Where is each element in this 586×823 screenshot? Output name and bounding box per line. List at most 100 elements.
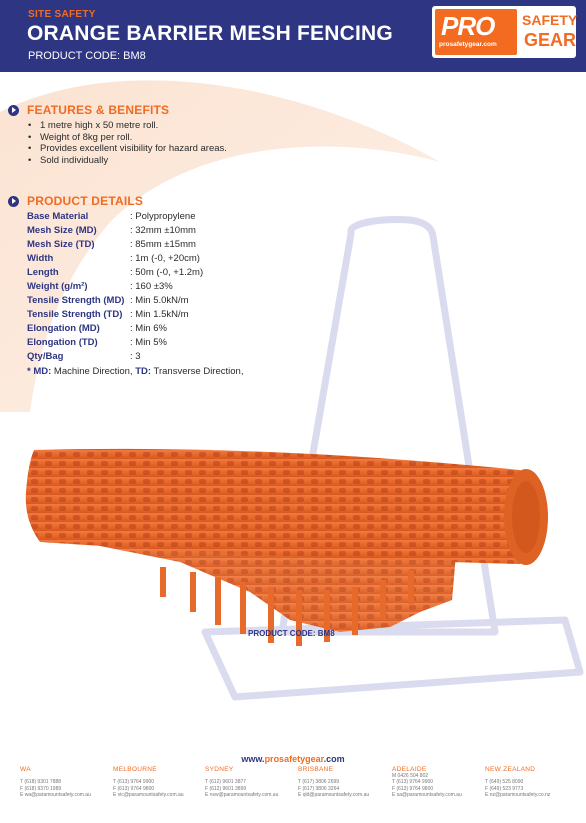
office-fax: F (617) 3806 3264 (298, 785, 340, 792)
office-sydney: SYDNEY T (612) 9601 3877 F (612) 9601 38… (205, 766, 278, 799)
details-label: Width (27, 253, 54, 264)
details-value: : 160 ±3% (130, 281, 173, 292)
details-value: : Min 6% (130, 323, 167, 334)
details-value: : Min 5% (130, 337, 167, 348)
details-label: Elongation (MD) (27, 323, 100, 334)
features-heading: FEATURES & BENEFITS (8, 103, 169, 117)
office-phone: T (617) 3806 2699 (298, 779, 340, 786)
office-phone: T (613) 9764 9900 (113, 779, 155, 786)
header-banner: SITE SAFETY ORANGE BARRIER MESH FENCING … (0, 0, 586, 72)
details-row: Elongation (MD) : Min 6% (27, 322, 203, 336)
details-label: Elongation (TD) (27, 337, 98, 348)
details-label: Mesh Size (TD) (27, 239, 95, 250)
category-label: SITE SAFETY (28, 9, 96, 20)
image-caption: PRODUCT CODE: BM8 (248, 629, 335, 638)
office-wa: WA T (618) 9301 7888 F (618) 9370 1989 E… (20, 766, 91, 799)
office-melbourne: MELBOURNE T (613) 9764 9900 F (613) 9764… (113, 766, 184, 799)
traffic-cone (201, 216, 584, 701)
details-row: Width : 1m (-0, +20cm) (27, 252, 203, 266)
details-value: : 32mm ±10mm (130, 225, 196, 236)
url-suffix: .com (323, 754, 345, 764)
office-email[interactable]: E sa@paramountsafety.com.au (392, 792, 462, 799)
feature-item: Sold individually (28, 155, 227, 167)
details-title: PRODUCT DETAILS (27, 194, 144, 208)
office-mobile: M 0426 504 802 (392, 773, 429, 779)
arrow-bullet-icon (8, 104, 19, 116)
features-title: FEATURES & BENEFITS (27, 103, 170, 117)
details-value: : Min 1.5kN/m (130, 309, 189, 320)
office-phone: T (649) 525 8090 (485, 779, 524, 786)
page-title: ORANGE BARRIER MESH FENCING (27, 22, 393, 45)
logo-gear-text: GEAR (524, 30, 577, 50)
details-label: Weight (g/m²) (27, 281, 88, 292)
feature-item: Weight of 8kg per roll. (28, 132, 227, 144)
office-email[interactable]: E qld@paramountsafety.com.au (298, 792, 370, 799)
office-brisbane: BRISBANE T (617) 3806 2699 F (617) 3806 … (298, 766, 369, 799)
details-row: Qty/Bag : 3 (27, 350, 203, 364)
logo-badge: PRO prosafetygear.com (435, 9, 517, 55)
details-row: Mesh Size (TD) : 85mm ±15mm (27, 238, 203, 252)
details-row: Weight (g/m²) : 160 ±3% (27, 280, 203, 294)
note-td-label: TD: (135, 366, 152, 377)
details-label: Base Material (27, 211, 89, 222)
abbreviation-note: * MD: Machine Direction, TD: Transverse … (27, 366, 243, 377)
details-value: : 85mm ±15mm (130, 239, 196, 250)
details-value: : Polypropylene (130, 211, 196, 222)
details-label: Tensile Strength (TD) (27, 309, 123, 320)
office-name: ADELAIDE (392, 766, 427, 773)
details-heading: PRODUCT DETAILS (8, 194, 143, 208)
office-fax: F (613) 9764 9800 (392, 785, 434, 792)
mesh-roll (25, 448, 548, 646)
details-value: : 1m (-0, +20cm) (130, 253, 200, 264)
brand-logo[interactable]: PRO prosafetygear.com SAFETY GEAR (432, 6, 578, 58)
office-phone: T (613) 9764 9900 (392, 779, 434, 786)
office-phone: T (618) 9301 7888 (20, 779, 62, 786)
details-label: Length (27, 267, 59, 278)
office-fax: F (613) 9764 9800 (113, 785, 155, 792)
office-name: MELBOURNE (113, 766, 157, 773)
office-fax: F (618) 9370 1989 (20, 785, 62, 792)
office-name: NEW ZEALAND (485, 766, 536, 773)
feature-item: Provides excellent visibility for hazard… (28, 143, 227, 155)
details-row: Base Material : Polypropylene (27, 210, 203, 224)
details-row: Tensile Strength (TD) : Min 1.5kN/m (27, 308, 203, 322)
office-email[interactable]: E nz@paramountsafety.co.nz (485, 792, 551, 799)
logo-url: prosafetygear.com (439, 41, 497, 48)
details-value: : 50m (-0, +1.2m) (130, 267, 204, 278)
details-row: Mesh Size (MD) : 32mm ±10mm (27, 224, 203, 238)
office-fax: F (612) 9601 3899 (205, 785, 247, 792)
office-name: SYDNEY (205, 766, 234, 773)
office-contacts: WA T (618) 9301 7888 F (618) 9370 1989 E… (20, 766, 580, 810)
logo-safety-text: SAFETY (522, 12, 578, 28)
office-fax: F (649) 523 9773 (485, 785, 524, 792)
details-table: Base Material : Polypropylene Mesh Size (… (27, 210, 203, 364)
feature-item: 1 metre high x 50 metre roll. (28, 120, 227, 132)
logo-brand-text: PRO (441, 11, 495, 41)
arrow-bullet-icon (8, 195, 19, 207)
office-email[interactable]: E wa@paramountsafety.com.au (20, 792, 91, 799)
office-adelaide: ADELAIDE M 0426 504 802 T (613) 9764 990… (392, 766, 462, 799)
details-label: Qty/Bag (27, 351, 64, 362)
office-new-zealand: NEW ZEALAND T (649) 525 8090 F (649) 523… (485, 766, 550, 799)
office-email[interactable]: E vic@paramountsafety.com.au (113, 792, 184, 799)
details-row: Tensile Strength (MD) : Min 5.0kN/m (27, 294, 203, 308)
footer-website-link[interactable]: www.prosafetygear.com (0, 754, 586, 764)
office-phone: T (612) 9601 3877 (205, 779, 247, 786)
note-md-text: Machine Direction, (53, 366, 133, 377)
features-list: 1 metre high x 50 metre roll. Weight of … (28, 120, 227, 166)
details-value: : 3 (130, 351, 141, 362)
product-illustration (0, 80, 584, 701)
product-code: PRODUCT CODE: BM8 (28, 50, 146, 62)
office-name: WA (20, 766, 31, 773)
url-brand: prosafetygear (264, 754, 324, 764)
office-email[interactable]: E nsw@paramountsafety.com.au (205, 792, 279, 799)
url-prefix: www. (241, 754, 265, 764)
details-row: Elongation (TD) : Min 5% (27, 336, 203, 350)
details-value: : Min 5.0kN/m (130, 295, 189, 306)
note-md-label: * MD: (27, 366, 52, 377)
details-label: Mesh Size (MD) (27, 225, 97, 236)
office-name: BRISBANE (298, 766, 334, 773)
details-label: Tensile Strength (MD) (27, 295, 125, 306)
note-td-text: Transverse Direction, (153, 366, 244, 377)
details-row: Length : 50m (-0, +1.2m) (27, 266, 203, 280)
